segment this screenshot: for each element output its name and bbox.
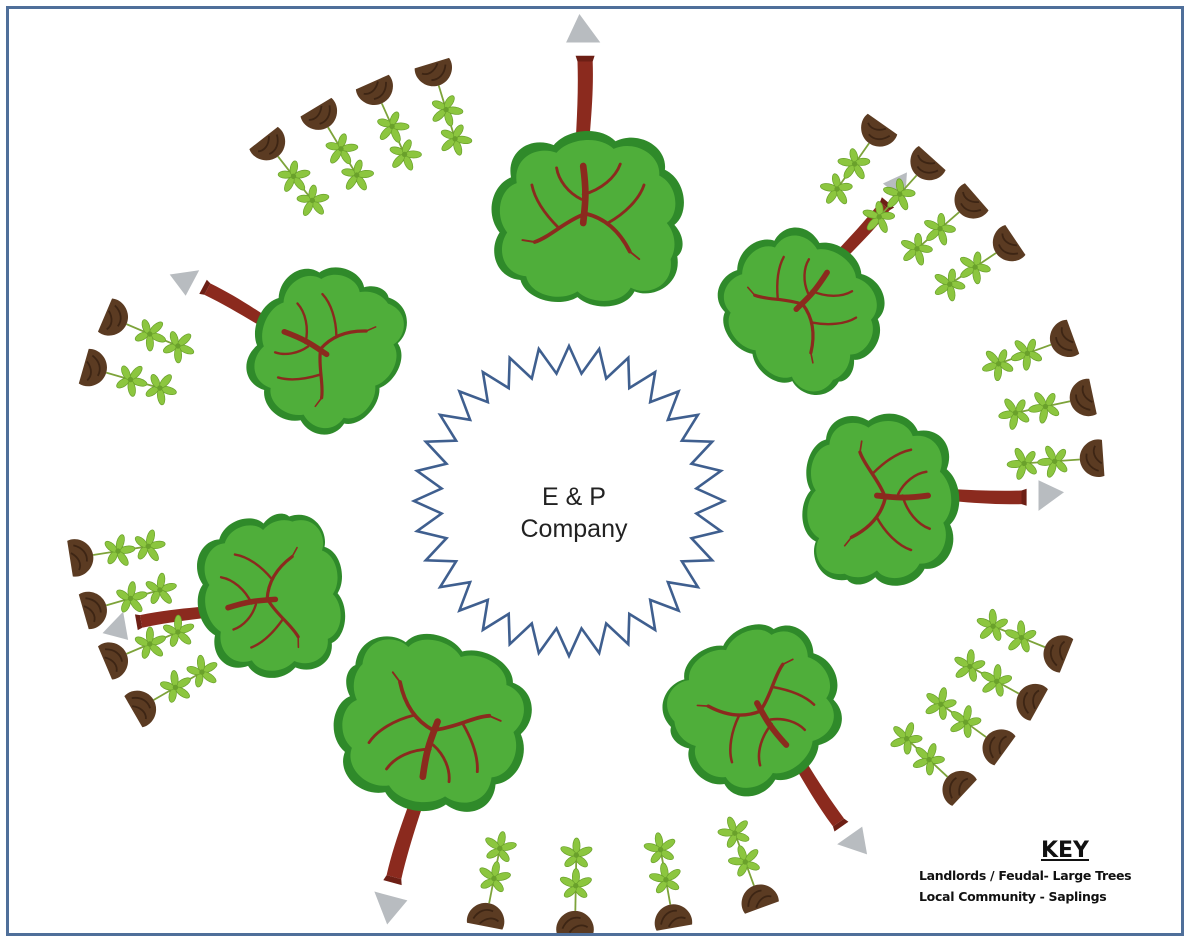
- sapling-icon: [946, 642, 1048, 722]
- sapling-icon: [355, 74, 429, 177]
- center-label: E & P Company: [474, 481, 674, 545]
- legend-key: KEY Landlords / Feudal- Large Trees Loca…: [919, 837, 1181, 907]
- large-tree-icon: [492, 14, 684, 306]
- sapling-icon: [995, 378, 1097, 435]
- sapling-icon: [1006, 439, 1105, 483]
- sapling-icon: [124, 647, 226, 728]
- sapling-icon: [970, 602, 1073, 673]
- key-line-community: Local Community - Saplings: [919, 886, 1181, 907]
- large-tree-icon: [802, 414, 1064, 586]
- sapling-icon: [466, 828, 521, 930]
- sapling-icon: [711, 811, 779, 914]
- large-tree-icon: [286, 615, 548, 936]
- key-title: KEY: [949, 837, 1181, 865]
- sapling-icon: [300, 98, 382, 200]
- sapling-icon: [414, 58, 478, 161]
- diagram-canvas: [9, 9, 1184, 936]
- sapling-icon: [556, 838, 595, 935]
- large-tree-icon: [640, 595, 931, 908]
- sapling-icon: [67, 525, 168, 577]
- sapling-icon: [812, 113, 898, 213]
- sapling-icon: [98, 298, 201, 370]
- large-tree-icon: [135, 197, 429, 456]
- center-label-line1: E & P: [474, 481, 674, 513]
- sapling-icon: [976, 319, 1079, 387]
- diagram-frame: E & P Company KEY Landlords / Feudal- La…: [6, 6, 1184, 936]
- center-label-line2: Company: [474, 513, 674, 545]
- sapling-icon: [79, 348, 182, 411]
- sapling-icon: [639, 830, 693, 931]
- sapling-icon: [249, 126, 338, 225]
- key-line-landlords: Landlords / Feudal- Large Trees: [919, 865, 1181, 886]
